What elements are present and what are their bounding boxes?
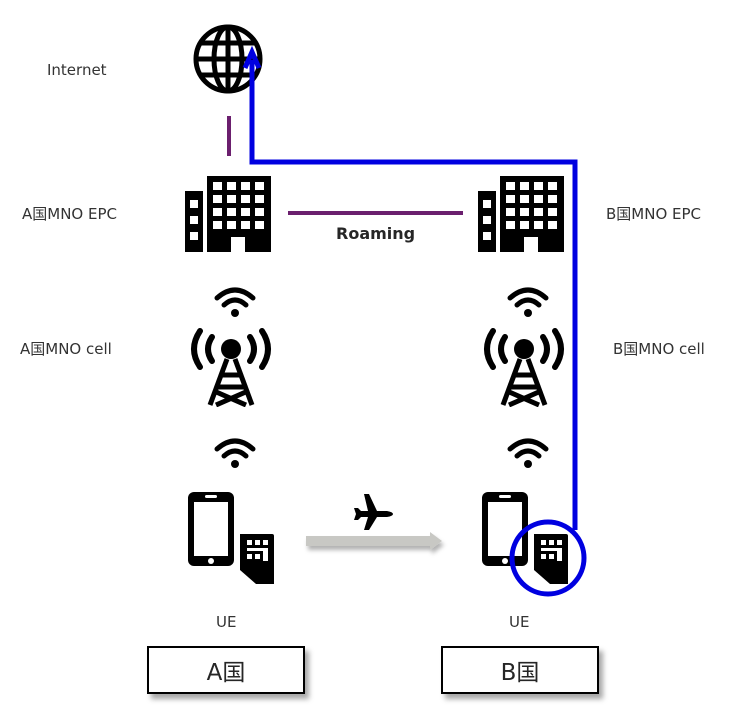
a-cell-label: A国MNO cell — [20, 340, 112, 358]
data-path-arrowhead — [242, 45, 262, 70]
country-b-box: B国 — [441, 646, 599, 694]
country-a-box: A国 — [147, 646, 305, 694]
country-b-label: B国 — [500, 660, 540, 686]
wifi-icon — [507, 287, 549, 317]
airplane-icon — [354, 494, 393, 530]
cell-tower-b-icon — [484, 328, 564, 407]
wifi-icon — [507, 438, 549, 468]
wifi-icon — [214, 287, 256, 317]
roaming-label: Roaming — [336, 224, 416, 243]
building-a-icon — [185, 176, 271, 252]
ue-a-label: UE — [216, 613, 237, 631]
b-cell-label: B国MNO cell — [613, 340, 705, 358]
home-routed-data-path — [249, 60, 578, 530]
b-epc-label: B国MNO EPC — [606, 205, 702, 223]
cell-tower-a-icon — [191, 328, 271, 407]
building-b-icon — [478, 176, 564, 252]
country-a-label: A国 — [206, 660, 246, 686]
ue-b-label: UE — [509, 613, 530, 631]
tablet-a-icon — [188, 492, 234, 566]
sim-highlight-circle — [509, 519, 587, 597]
a-epc-label: A国MNO EPC — [22, 205, 117, 223]
tablet-b-icon — [482, 492, 528, 566]
internet-label: Internet — [47, 61, 107, 79]
wifi-icon — [214, 438, 256, 468]
sim-card-a-icon — [240, 534, 274, 584]
sim-card-b-icon — [534, 534, 568, 584]
travel-arrow — [306, 532, 442, 550]
